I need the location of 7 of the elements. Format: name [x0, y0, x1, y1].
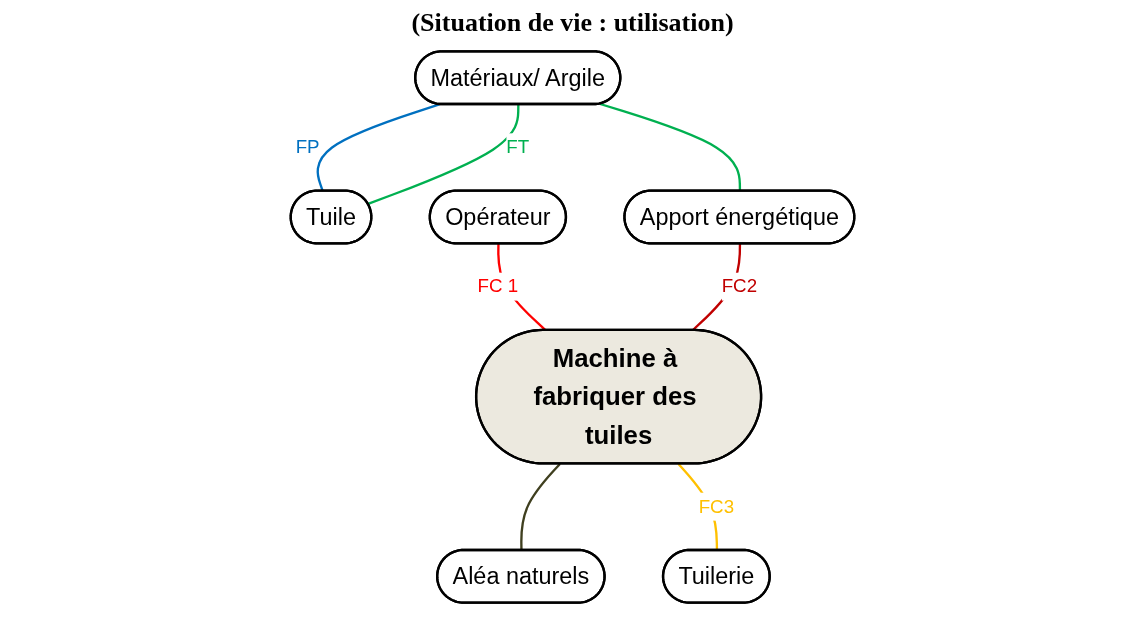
diagram-title: (Situation de vie : utilisation) — [410, 8, 735, 38]
edge-label: FC 1 — [477, 276, 519, 296]
edge-label: FC2 — [721, 276, 758, 296]
edge-label: FP — [295, 136, 320, 157]
connector — [367, 104, 520, 206]
edge-label: FT — [506, 136, 530, 157]
edge-label: FC3 — [698, 496, 735, 517]
